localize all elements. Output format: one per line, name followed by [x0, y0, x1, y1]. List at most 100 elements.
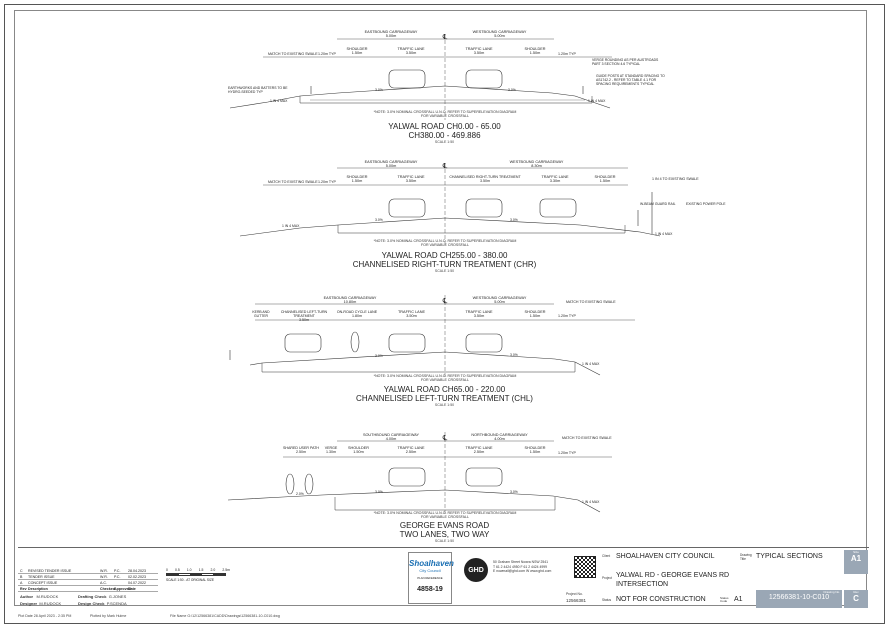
rev-box: Rev C: [844, 590, 868, 608]
table-row: B TENDER ISSUE W.R. P.C. 02.02.2023: [18, 574, 158, 580]
status-code: A1: [734, 596, 743, 603]
s4-note: *NOTE: 3.0% NOMINAL CROSSFALL U.N.O. REF…: [373, 511, 517, 520]
size-box: Size A1: [844, 550, 868, 574]
status-label: Status: [602, 598, 612, 602]
revision-table-header: Rev Description Checked Approved Date: [18, 586, 158, 592]
drafting-check-row: Drafting Check G.JONES: [78, 594, 127, 599]
s2-slope-left: 1 IN 4 MAX: [282, 224, 300, 228]
status-value: NOT FOR CONSTRUCTION: [616, 596, 706, 603]
s1-typ-right: 1.20m TYP: [558, 52, 576, 56]
s2-callout-guardrail: W-BEAM GUARD RAIL: [640, 202, 676, 206]
section-3-drawing: [229, 295, 635, 378]
s1-fall-right: 3.0%: [508, 88, 516, 92]
s4-slope-right: 1 IN 4 MAX: [582, 500, 600, 504]
project-no-label: Project No.: [566, 592, 583, 596]
s2-callout-pole: EXISTING POWER POLE: [686, 202, 726, 206]
s1-swale-label: MATCH TO EXISTING SWALE: [268, 52, 318, 56]
plotted-by: Plotted by Mark Hulme: [90, 614, 127, 618]
s3-slope-right: 1 IN 4 MAX: [582, 362, 600, 366]
s1-callout-earthworks: EARTHWORKS AND BATTERS TO BE HYDRO-SEEDE…: [228, 86, 288, 94]
section-2-drawing: [239, 163, 661, 245]
s4-fall-path: 2.0%: [296, 492, 304, 496]
section-4-drawing: [227, 432, 612, 515]
drawing-sheet: [4, 4, 885, 624]
qr-code-icon: [574, 556, 596, 578]
s4-fall-right: 3.0%: [510, 490, 518, 494]
svg-text:℄: ℄: [442, 298, 448, 305]
s1-slope-right: 1 IN 4 MAX: [588, 99, 606, 103]
consultant-details: 50 Graham Street Nowra NSW 2541 T 61 2 4…: [493, 560, 552, 574]
s3-note: *NOTE: 3.0% NOMINAL CROSSFALL U.N.O. REF…: [373, 374, 517, 383]
council-box: Shoalhaven City Council PLAN REFERENCE 4…: [408, 552, 454, 604]
s2-fall-left: 3.0%: [375, 218, 383, 222]
project-no: 12566381: [566, 598, 587, 603]
s2-fall-right: 3.0%: [510, 218, 518, 222]
drawing-frame: [14, 10, 867, 606]
client-name: SHOALHAVEN CITY COUNCIL: [616, 553, 715, 560]
s1-slope-left: 1 IN 4 MAX: [270, 99, 288, 103]
project-line-2: INTERSECTION: [616, 581, 669, 588]
s2-swale-label: MATCH TO EXISTING SWALE: [268, 180, 318, 184]
plan-reference: 4858-19: [417, 586, 443, 593]
client-label: Client: [602, 554, 611, 558]
author-row: Author M.RUDOCK: [20, 594, 59, 599]
s2-swale-right: 1 IN 4 TO EXISTING SWALE: [652, 177, 699, 181]
s2-note: *NOTE: 3.0% NOMINAL CROSSFALL U.N.O. REF…: [373, 239, 517, 248]
plot-date: Plot Date 28 April 2023 - 2:35 PM: [18, 614, 72, 618]
svg-text:℄: ℄: [442, 163, 448, 170]
s1-typ-left: 1.20m TYP: [318, 52, 336, 56]
s1-callout-verge: VERGE ROUNDING AS PER AUSTROADS PART 3 S…: [592, 58, 659, 66]
table-row: A CONCEPT ISSUE A.C. 04.07.2022: [18, 580, 158, 586]
table-row: C REVISED TENDER ISSUE W.R. P.C. 28.04.2…: [18, 568, 158, 574]
council-logo: Shoalhaven City Council: [409, 559, 454, 573]
title-block: C REVISED TENDER ISSUE W.R. P.C. 28.04.2…: [18, 547, 869, 610]
s3-fall-right: 3.0%: [510, 353, 518, 357]
status-code-label: Status Code: [720, 596, 729, 604]
s3-fall-left: 3.0%: [375, 354, 383, 358]
drawing-number-box: Drawing No. 12566381-10-C010: [756, 590, 842, 608]
design-check-row: Design Check P.SCENDA: [78, 601, 127, 606]
s1-note: *NOTE: 3.0% NOMINAL CROSSFALL U.N.O. REF…: [373, 110, 517, 119]
s2-slope-right: 1 IN 4 MAX: [655, 232, 673, 236]
s4-typ-right: 1.20m TYP: [558, 451, 576, 455]
file-name: File Name G:\12\12566381\CADD\Drawings\1…: [170, 614, 280, 618]
revision-table: C REVISED TENDER ISSUE W.R. P.C. 28.04.2…: [18, 568, 158, 592]
s3-lane-0: KERB AND GUTTER: [252, 310, 270, 318]
s3-typ-right: 1.20m TYP: [558, 314, 576, 318]
project-line-1: YALWAL RD - GEORGE EVANS RD: [616, 572, 730, 579]
drawing-title-label: Drawing Title: [740, 553, 752, 561]
s4-swale-label: MATCH TO EXISTING SWALE: [562, 436, 612, 440]
designer-row: Designer M.RUDOCK: [20, 601, 62, 606]
project-label: Project: [602, 576, 612, 580]
section-1-drawing: [229, 34, 612, 120]
